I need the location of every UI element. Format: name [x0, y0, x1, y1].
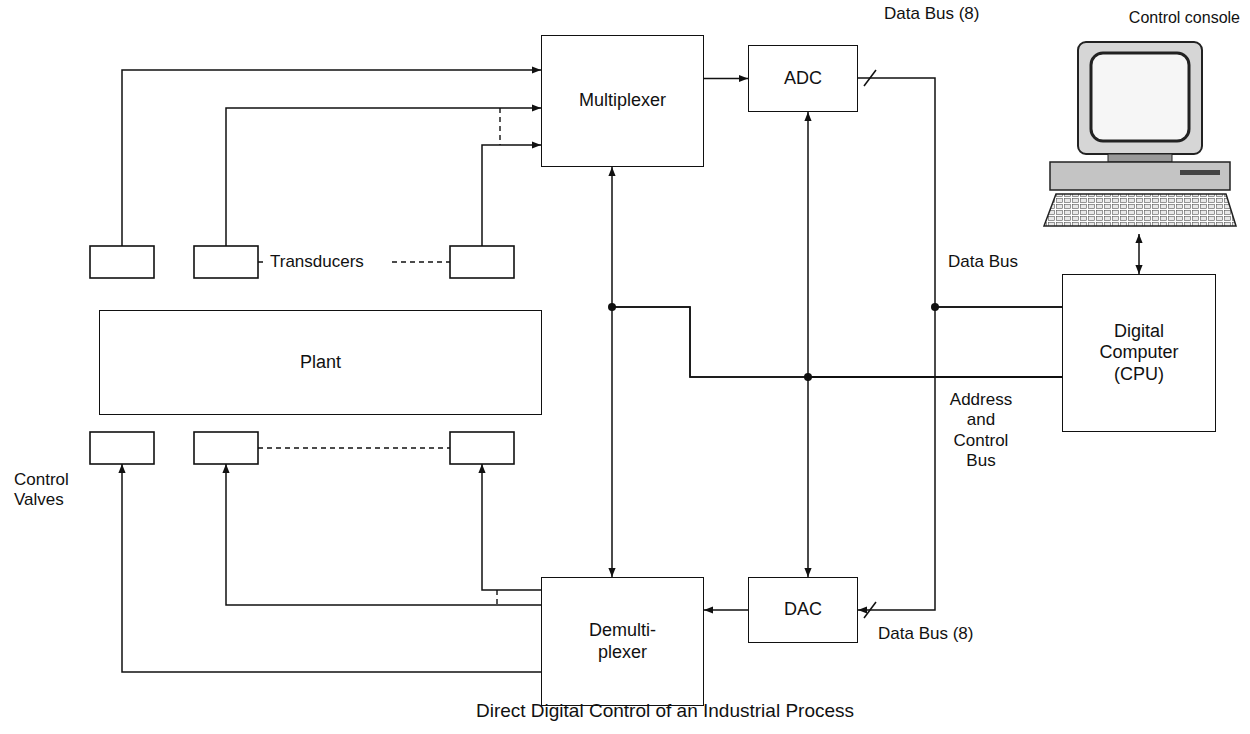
plant-box: Plant — [99, 310, 542, 415]
transducer-box — [90, 246, 154, 278]
sensor-wire — [122, 70, 541, 246]
sensor-wire — [226, 108, 541, 246]
figure-caption: Direct Digital Control of an Industrial … — [380, 700, 950, 722]
disk-slot — [1180, 170, 1220, 175]
converter-box: ADC — [748, 45, 858, 112]
bus-connector — [704, 609, 748, 611]
keyboard — [1044, 194, 1236, 226]
node-text: ADC — [784, 68, 822, 90]
group-label: Transducers — [268, 252, 366, 272]
computer-box: Digital Computer (CPU) — [1062, 274, 1216, 432]
node-text: Control console — [1129, 8, 1240, 27]
bus-label: Data Bus (8) — [876, 624, 975, 644]
monitor-case — [1078, 42, 1202, 154]
more-channels-dash — [499, 108, 500, 145]
converter-box: DAC — [748, 577, 858, 643]
bus-label: Address and Control Bus — [940, 390, 1022, 472]
more-channels-dash — [258, 447, 450, 448]
group-label: Control Valves — [12, 470, 98, 511]
demultiplexer-box: Demulti- plexer — [541, 577, 704, 706]
control-valve-box — [90, 432, 154, 464]
valve-wire — [226, 464, 541, 605]
valve-wire — [482, 464, 541, 590]
bus-connector — [612, 167, 1062, 377]
valve-wire — [122, 464, 541, 672]
bus-label: Data Bus (8) — [882, 4, 981, 24]
node-text: Demulti- plexer — [578, 620, 668, 663]
monitor-stand — [1108, 154, 1172, 162]
node-text: Multiplexer — [579, 90, 666, 112]
console-node: Control console — [1030, 8, 1240, 232]
more-channels-dash — [496, 590, 497, 605]
multiplexer-box: Multiplexer — [541, 35, 704, 167]
bus-connector — [858, 78, 1062, 307]
control-valve-box — [450, 432, 514, 464]
bus-connector — [858, 307, 1062, 610]
node-text: DAC — [784, 599, 822, 621]
node-text: Digital Computer (CPU) — [1084, 321, 1194, 386]
system-unit — [1050, 162, 1230, 190]
bus-label: Data Bus — [946, 252, 1020, 272]
sensor-wire — [482, 145, 541, 246]
transducer-box — [450, 246, 514, 278]
bus-connector — [1138, 234, 1140, 274]
bus-connector — [704, 78, 748, 80]
monitor-screen — [1091, 53, 1189, 141]
control-valve-box — [194, 432, 258, 464]
bus-connector — [612, 307, 1062, 577]
node-text: Plant — [300, 352, 341, 374]
transducer-box — [194, 246, 258, 278]
console-picture — [1044, 42, 1236, 226]
